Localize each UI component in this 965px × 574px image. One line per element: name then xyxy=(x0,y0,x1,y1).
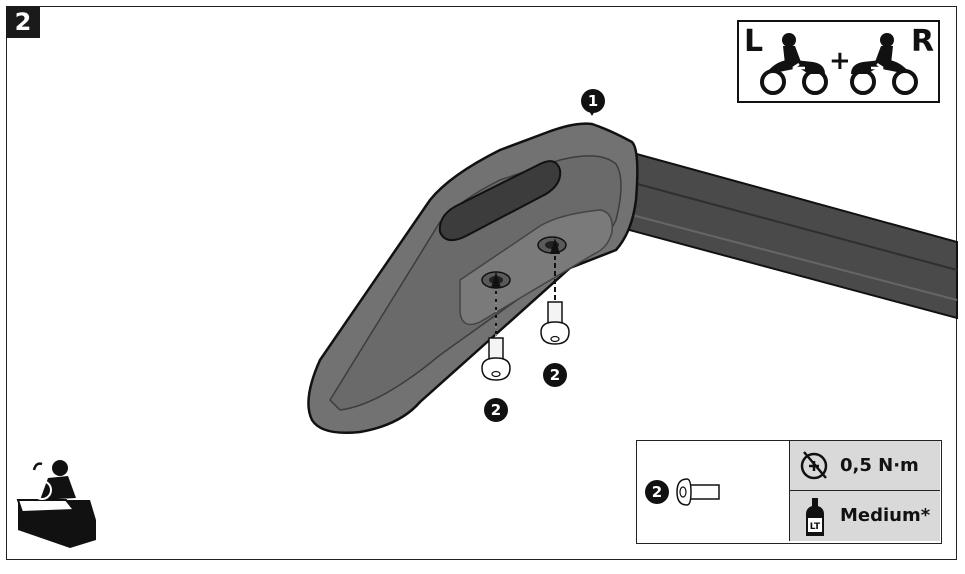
side-indicator-icons xyxy=(760,33,918,95)
right-side-label: R xyxy=(911,24,935,59)
callout-bolt-right: 2 xyxy=(543,363,567,387)
bolt-right xyxy=(540,301,570,345)
torque-wrench-icon xyxy=(800,451,828,480)
plus-sign: + xyxy=(829,46,851,76)
threadlocker-bottle-icon: LT xyxy=(806,498,824,536)
svg-text:LT: LT xyxy=(810,522,821,532)
threadlocker-row: LT Medium* xyxy=(789,491,940,541)
torque-row: 0,5 N·m xyxy=(789,441,940,491)
threadlocker-value: Medium* xyxy=(840,505,931,526)
mounting-bracket xyxy=(307,122,639,434)
mechanic-at-workbench-icon xyxy=(16,460,96,548)
callout-bolt-left: 2 xyxy=(484,398,508,422)
assembly-lines xyxy=(491,238,560,336)
side-indicator-box: L R + xyxy=(737,20,940,103)
bolt-left xyxy=(481,337,511,381)
button-head-bolt-icon xyxy=(676,478,720,506)
spec-bolt-cell: 2 xyxy=(637,441,789,542)
torque-value: 0,5 N·m xyxy=(840,455,919,476)
left-side-label: L xyxy=(744,24,764,59)
motorcycle-rider-right-icon xyxy=(850,33,918,95)
step-number-badge: 2 xyxy=(6,6,40,38)
motorcycle-rider-left-icon xyxy=(760,33,828,95)
callout-part-1: 1 xyxy=(581,89,605,113)
callout-spec-bolt: 2 xyxy=(645,480,669,504)
crossbar-tube xyxy=(621,148,958,320)
fastener-spec-table: 2 0,5 N·m LT Medium* xyxy=(636,440,942,544)
